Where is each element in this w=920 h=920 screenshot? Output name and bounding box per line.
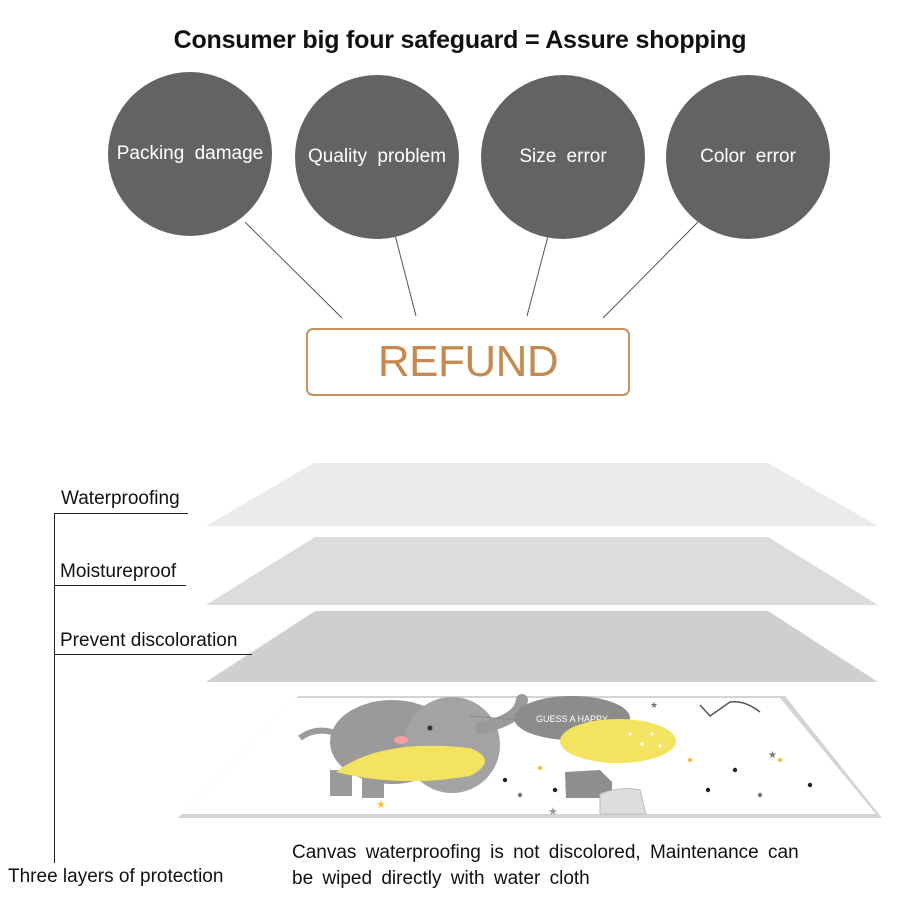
circle-size-error: Size error bbox=[481, 75, 645, 239]
label-moistureproof: Moistureproof bbox=[60, 561, 177, 582]
elephant-illustration bbox=[298, 694, 528, 798]
circle-color-error: Color error bbox=[666, 75, 830, 239]
connector-line-4 bbox=[602, 221, 699, 319]
printed-canvas: GUESS A HAPPY ★ ★ ★ ★ bbox=[178, 694, 882, 818]
balloons-illustration: GUESS A HAPPY bbox=[469, 696, 676, 763]
canvas-caption: Canvas waterproofing is not discolored, … bbox=[292, 842, 799, 889]
circle-packing-damage: Packing damage bbox=[108, 72, 272, 236]
label-waterproofing: Waterproofing bbox=[61, 488, 180, 509]
layer-moistureproof bbox=[206, 537, 878, 605]
label-prevent-discoloration: Prevent discoloration bbox=[60, 630, 238, 651]
layer-waterproofing bbox=[206, 463, 878, 526]
page-title: Consumer big four safeguard = Assure sho… bbox=[173, 26, 747, 54]
connector-lines bbox=[244, 221, 699, 319]
layer-prevent-discoloration bbox=[206, 611, 878, 682]
svg-text:★: ★ bbox=[650, 701, 658, 711]
three-layers-label: Three layers of protection bbox=[8, 866, 224, 887]
connector-line-3 bbox=[526, 235, 549, 317]
bracket-line bbox=[54, 513, 55, 863]
refund-box: REFUND bbox=[306, 328, 630, 396]
underline-waterproofing bbox=[54, 513, 188, 514]
svg-text:★: ★ bbox=[376, 798, 386, 811]
svg-text:★: ★ bbox=[768, 750, 777, 761]
underline-prevent-discoloration bbox=[54, 654, 252, 655]
underline-moistureproof bbox=[54, 585, 186, 586]
connector-line-1 bbox=[244, 221, 343, 319]
balloon-text: GUESS A HAPPY bbox=[536, 714, 608, 724]
svg-text:★: ★ bbox=[548, 805, 558, 818]
connector-line-2 bbox=[394, 234, 417, 317]
circle-quality-problem: Quality problem bbox=[295, 75, 459, 239]
